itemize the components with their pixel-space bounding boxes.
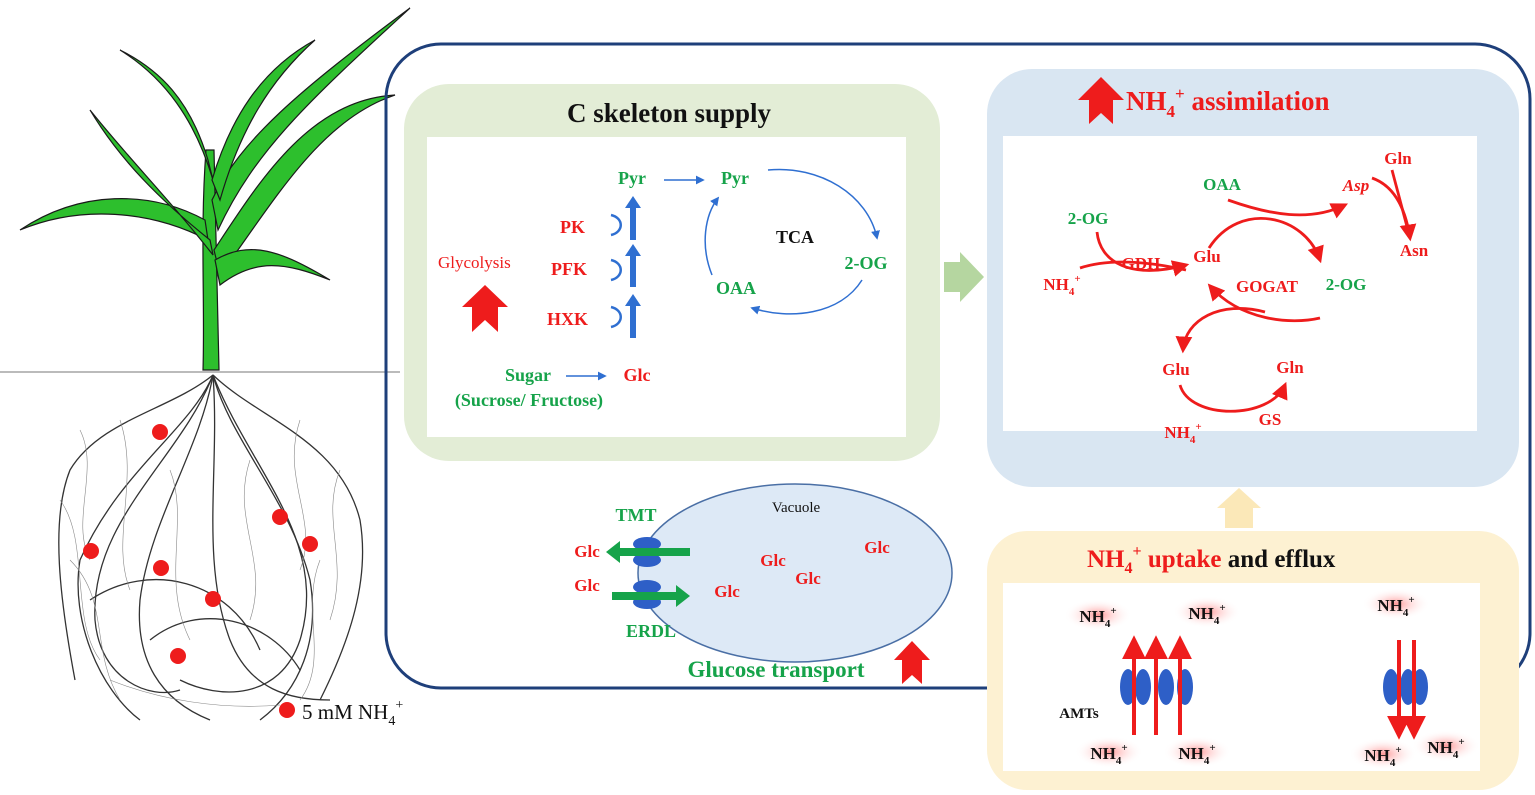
glc-in: Glc	[714, 582, 740, 601]
ammonium-flux-arrows	[1122, 635, 1426, 740]
flow-arrow-yellow	[1217, 488, 1261, 528]
blue-up-arrows	[625, 196, 641, 338]
gln-top-label: Gln	[1384, 149, 1412, 168]
oaa-assim-label: OAA	[1203, 175, 1242, 194]
nh4-bottom-right: NH4+	[1364, 744, 1401, 769]
gln-bottom-label: Gln	[1276, 358, 1304, 377]
leaf	[19, 198, 209, 242]
glu-top-label: Glu	[1193, 247, 1220, 266]
assimilation-up-arrow	[1078, 77, 1124, 124]
cell-frame	[384, 42, 1532, 690]
glc-label: Glc	[624, 365, 651, 385]
ammonium-dots	[83, 424, 318, 664]
nh4-bottom-far-right: NH4+	[1427, 736, 1464, 761]
leaf	[211, 39, 316, 202]
nh4-top-mid: NH4+	[1188, 602, 1225, 627]
nh4-top-right: NH4+	[1377, 594, 1414, 619]
vacuole	[637, 483, 953, 663]
erdl-label: ERDL	[626, 621, 676, 641]
leaf	[89, 109, 214, 256]
uptake-title: NH4+ uptake and efflux	[1087, 543, 1336, 577]
nh4-top-left: NH4+	[1079, 605, 1116, 630]
enzyme-pfk: PFK	[551, 259, 587, 279]
assimilation-panel: NH4+ assimilation 2-OG NH4+ GDH Glu OAA …	[987, 69, 1519, 487]
tmt-arrow	[606, 541, 690, 563]
two-og-right-label: 2-OG	[1326, 275, 1367, 294]
legend: 5 mM NH4+	[279, 698, 403, 729]
glc-in: Glc	[760, 551, 786, 570]
nh4-bottom-left: NH4+	[1090, 742, 1127, 767]
glc-in: Glc	[864, 538, 890, 557]
legend-label: 5 mM NH4+	[302, 698, 403, 729]
asn-label: Asn	[1400, 241, 1429, 260]
nh4-bottom-label: NH4+	[1164, 421, 1201, 446]
leaf	[214, 249, 331, 287]
pyr2-label: Pyr	[721, 168, 749, 188]
plant-illustration: 5 mM NH4+	[0, 7, 411, 729]
c-skeleton-panel: C skeleton supply Glycolysis PK PFK HXK …	[404, 84, 940, 461]
sugar-detail-label: (Sucrose/ Fructose)	[455, 390, 603, 411]
two-og-label: 2-OG	[845, 253, 888, 273]
tca-label: TCA	[776, 227, 814, 247]
pyr-label: Pyr	[618, 168, 646, 188]
gs-label: GS	[1259, 410, 1282, 429]
glc-out-bottom: Glc	[574, 576, 600, 595]
asp-label: Asp	[1342, 176, 1369, 195]
enzyme-pk: PK	[560, 217, 585, 237]
flow-arrow-green	[944, 252, 984, 302]
nh4-bottom-mid: NH4+	[1178, 742, 1215, 767]
tmt-transporter	[633, 553, 661, 567]
tca-cycle	[704, 168, 880, 315]
enzyme-curves	[610, 213, 622, 329]
amts-label: AMTs	[1059, 706, 1099, 722]
glucose-up-arrow	[894, 641, 930, 684]
assimilation-arrows	[1079, 169, 1417, 413]
two-og-left-label: 2-OG	[1068, 209, 1109, 228]
glycolysis-label: Glycolysis	[438, 253, 511, 272]
glc-in: Glc	[795, 569, 821, 588]
assimilation-title: NH4+ assimilation	[1126, 84, 1329, 121]
oaa-label: OAA	[716, 278, 756, 298]
erdl-arrow	[612, 585, 690, 607]
c-skeleton-inner	[427, 137, 906, 437]
gogat-label: GOGAT	[1236, 277, 1299, 296]
glucose-transport: Vacuole TMT ERDL Glc Glc Glc Glc Glc Glc…	[574, 483, 953, 684]
leaf	[119, 49, 214, 181]
assimilation-inner	[1003, 136, 1477, 431]
nh4-left-label: NH4+	[1043, 273, 1080, 298]
erdl-transporter	[633, 580, 661, 594]
glucose-transport-label: Glucose transport	[688, 657, 865, 682]
enzyme-hxk: HXK	[547, 309, 588, 329]
glc-out-top: Glc	[574, 542, 600, 561]
sugar-label: Sugar	[505, 365, 551, 385]
tmt-label: TMT	[615, 505, 656, 525]
glu-bottom-label: Glu	[1162, 360, 1189, 379]
c-skeleton-title: C skeleton supply	[567, 98, 772, 128]
vacuole-label: Vacuole	[772, 500, 821, 516]
glycolysis-up-arrow	[462, 285, 508, 332]
nh4-glow-labels: NH4+ NH4+ NH4+ NH4+ NH4+ NH4+ NH4+	[1064, 588, 1480, 770]
legend-dot	[279, 702, 295, 718]
uptake-panel: NH4+ uptake and efflux AMTs NH4+ NH4+ NH…	[987, 531, 1519, 790]
leaf	[211, 7, 411, 232]
roots	[58, 374, 364, 721]
tmt-transporter	[633, 537, 661, 551]
